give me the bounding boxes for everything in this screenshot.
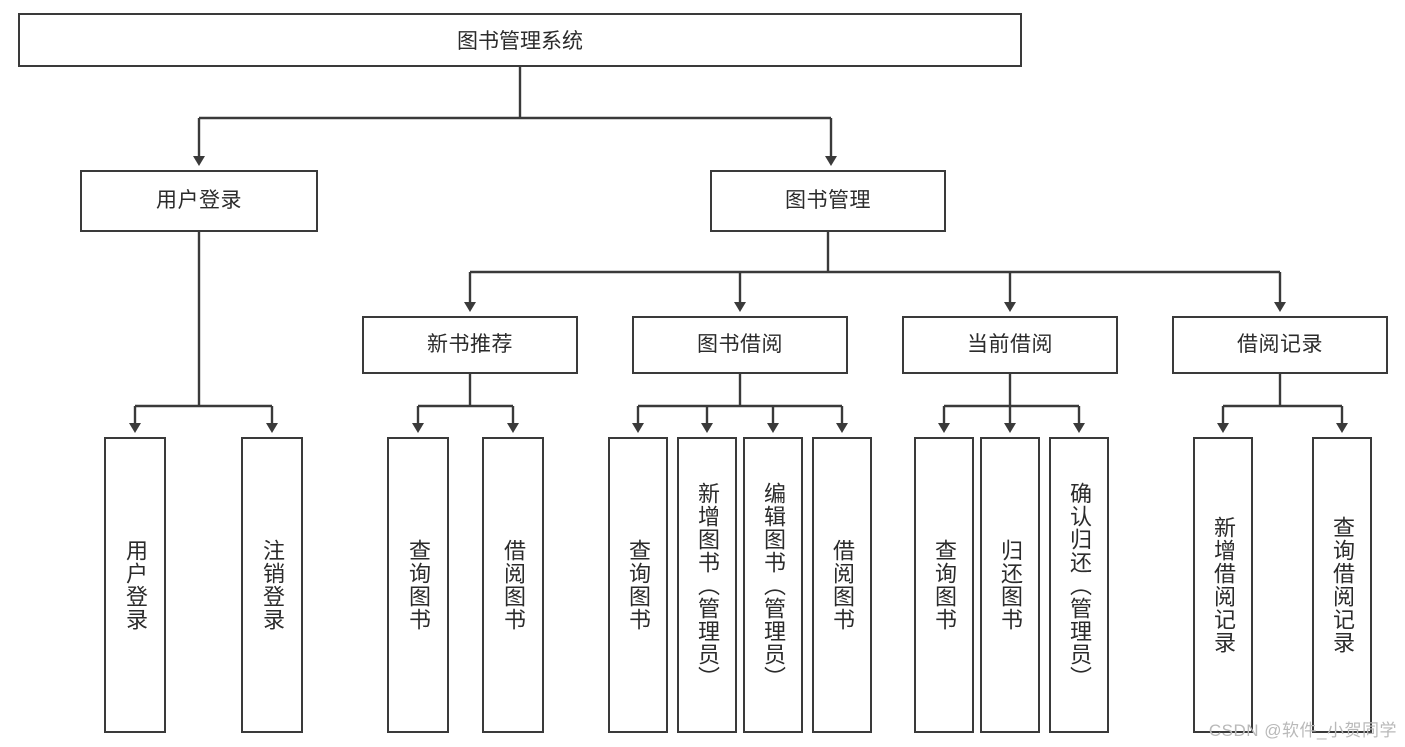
leaf-borrow-query-book[interactable]: 查询图书 xyxy=(608,437,668,733)
node-root-label: 图书管理系统 xyxy=(457,30,583,53)
leaf-record-query-label: 查询借阅记录 xyxy=(1329,516,1355,654)
node-book-management-label: 图书管理 xyxy=(785,189,871,213)
node-new-book-recommend-label: 新书推荐 xyxy=(427,333,513,357)
node-book-management[interactable]: 图书管理 xyxy=(710,170,946,232)
node-current-borrow-label: 当前借阅 xyxy=(967,333,1053,357)
node-new-book-recommend[interactable]: 新书推荐 xyxy=(362,316,578,374)
node-book-borrow-label: 图书借阅 xyxy=(697,333,783,357)
leaf-new-book-query[interactable]: 查询图书 xyxy=(387,437,449,733)
leaf-logout[interactable]: 注销登录 xyxy=(241,437,303,733)
leaf-user-login[interactable]: 用户登录 xyxy=(104,437,166,733)
leaf-record-add[interactable]: 新增借阅记录 xyxy=(1193,437,1253,733)
node-root[interactable]: 图书管理系统 xyxy=(18,13,1022,67)
leaf-new-book-borrow-label: 借阅图书 xyxy=(500,539,526,631)
leaf-record-query[interactable]: 查询借阅记录 xyxy=(1312,437,1372,733)
leaf-borrow-add-book-label: 新增图书（管理员） xyxy=(694,481,720,689)
leaf-borrow-add-book[interactable]: 新增图书（管理员） xyxy=(677,437,737,733)
leaf-user-login-label: 用户登录 xyxy=(122,539,148,631)
leaf-borrow-edit-book-label: 编辑图书（管理员） xyxy=(760,481,786,689)
leaf-current-query-book-label: 查询图书 xyxy=(931,539,957,631)
leaf-new-book-query-label: 查询图书 xyxy=(405,539,431,631)
node-current-borrow[interactable]: 当前借阅 xyxy=(902,316,1118,374)
watermark: CSDN @软件_小贺同学 xyxy=(1208,721,1397,740)
leaf-borrow-query-book-label: 查询图书 xyxy=(625,539,651,631)
leaf-logout-label: 注销登录 xyxy=(259,539,285,631)
leaf-current-query-book[interactable]: 查询图书 xyxy=(914,437,974,733)
leaf-new-book-borrow[interactable]: 借阅图书 xyxy=(482,437,544,733)
leaf-borrow-book-label: 借阅图书 xyxy=(829,539,855,631)
node-user-login-label: 用户登录 xyxy=(156,189,242,213)
leaf-borrow-edit-book[interactable]: 编辑图书（管理员） xyxy=(743,437,803,733)
leaf-current-confirm-return-label: 确认归还（管理员） xyxy=(1066,481,1092,689)
node-user-login[interactable]: 用户登录 xyxy=(80,170,318,232)
node-borrow-records-label: 借阅记录 xyxy=(1237,333,1323,357)
leaf-current-return-book[interactable]: 归还图书 xyxy=(980,437,1040,733)
leaf-record-add-label: 新增借阅记录 xyxy=(1210,516,1236,654)
leaf-current-confirm-return[interactable]: 确认归还（管理员） xyxy=(1049,437,1109,733)
leaf-current-return-book-label: 归还图书 xyxy=(997,539,1023,631)
node-borrow-records[interactable]: 借阅记录 xyxy=(1172,316,1388,374)
node-book-borrow[interactable]: 图书借阅 xyxy=(632,316,848,374)
leaf-borrow-book[interactable]: 借阅图书 xyxy=(812,437,872,733)
